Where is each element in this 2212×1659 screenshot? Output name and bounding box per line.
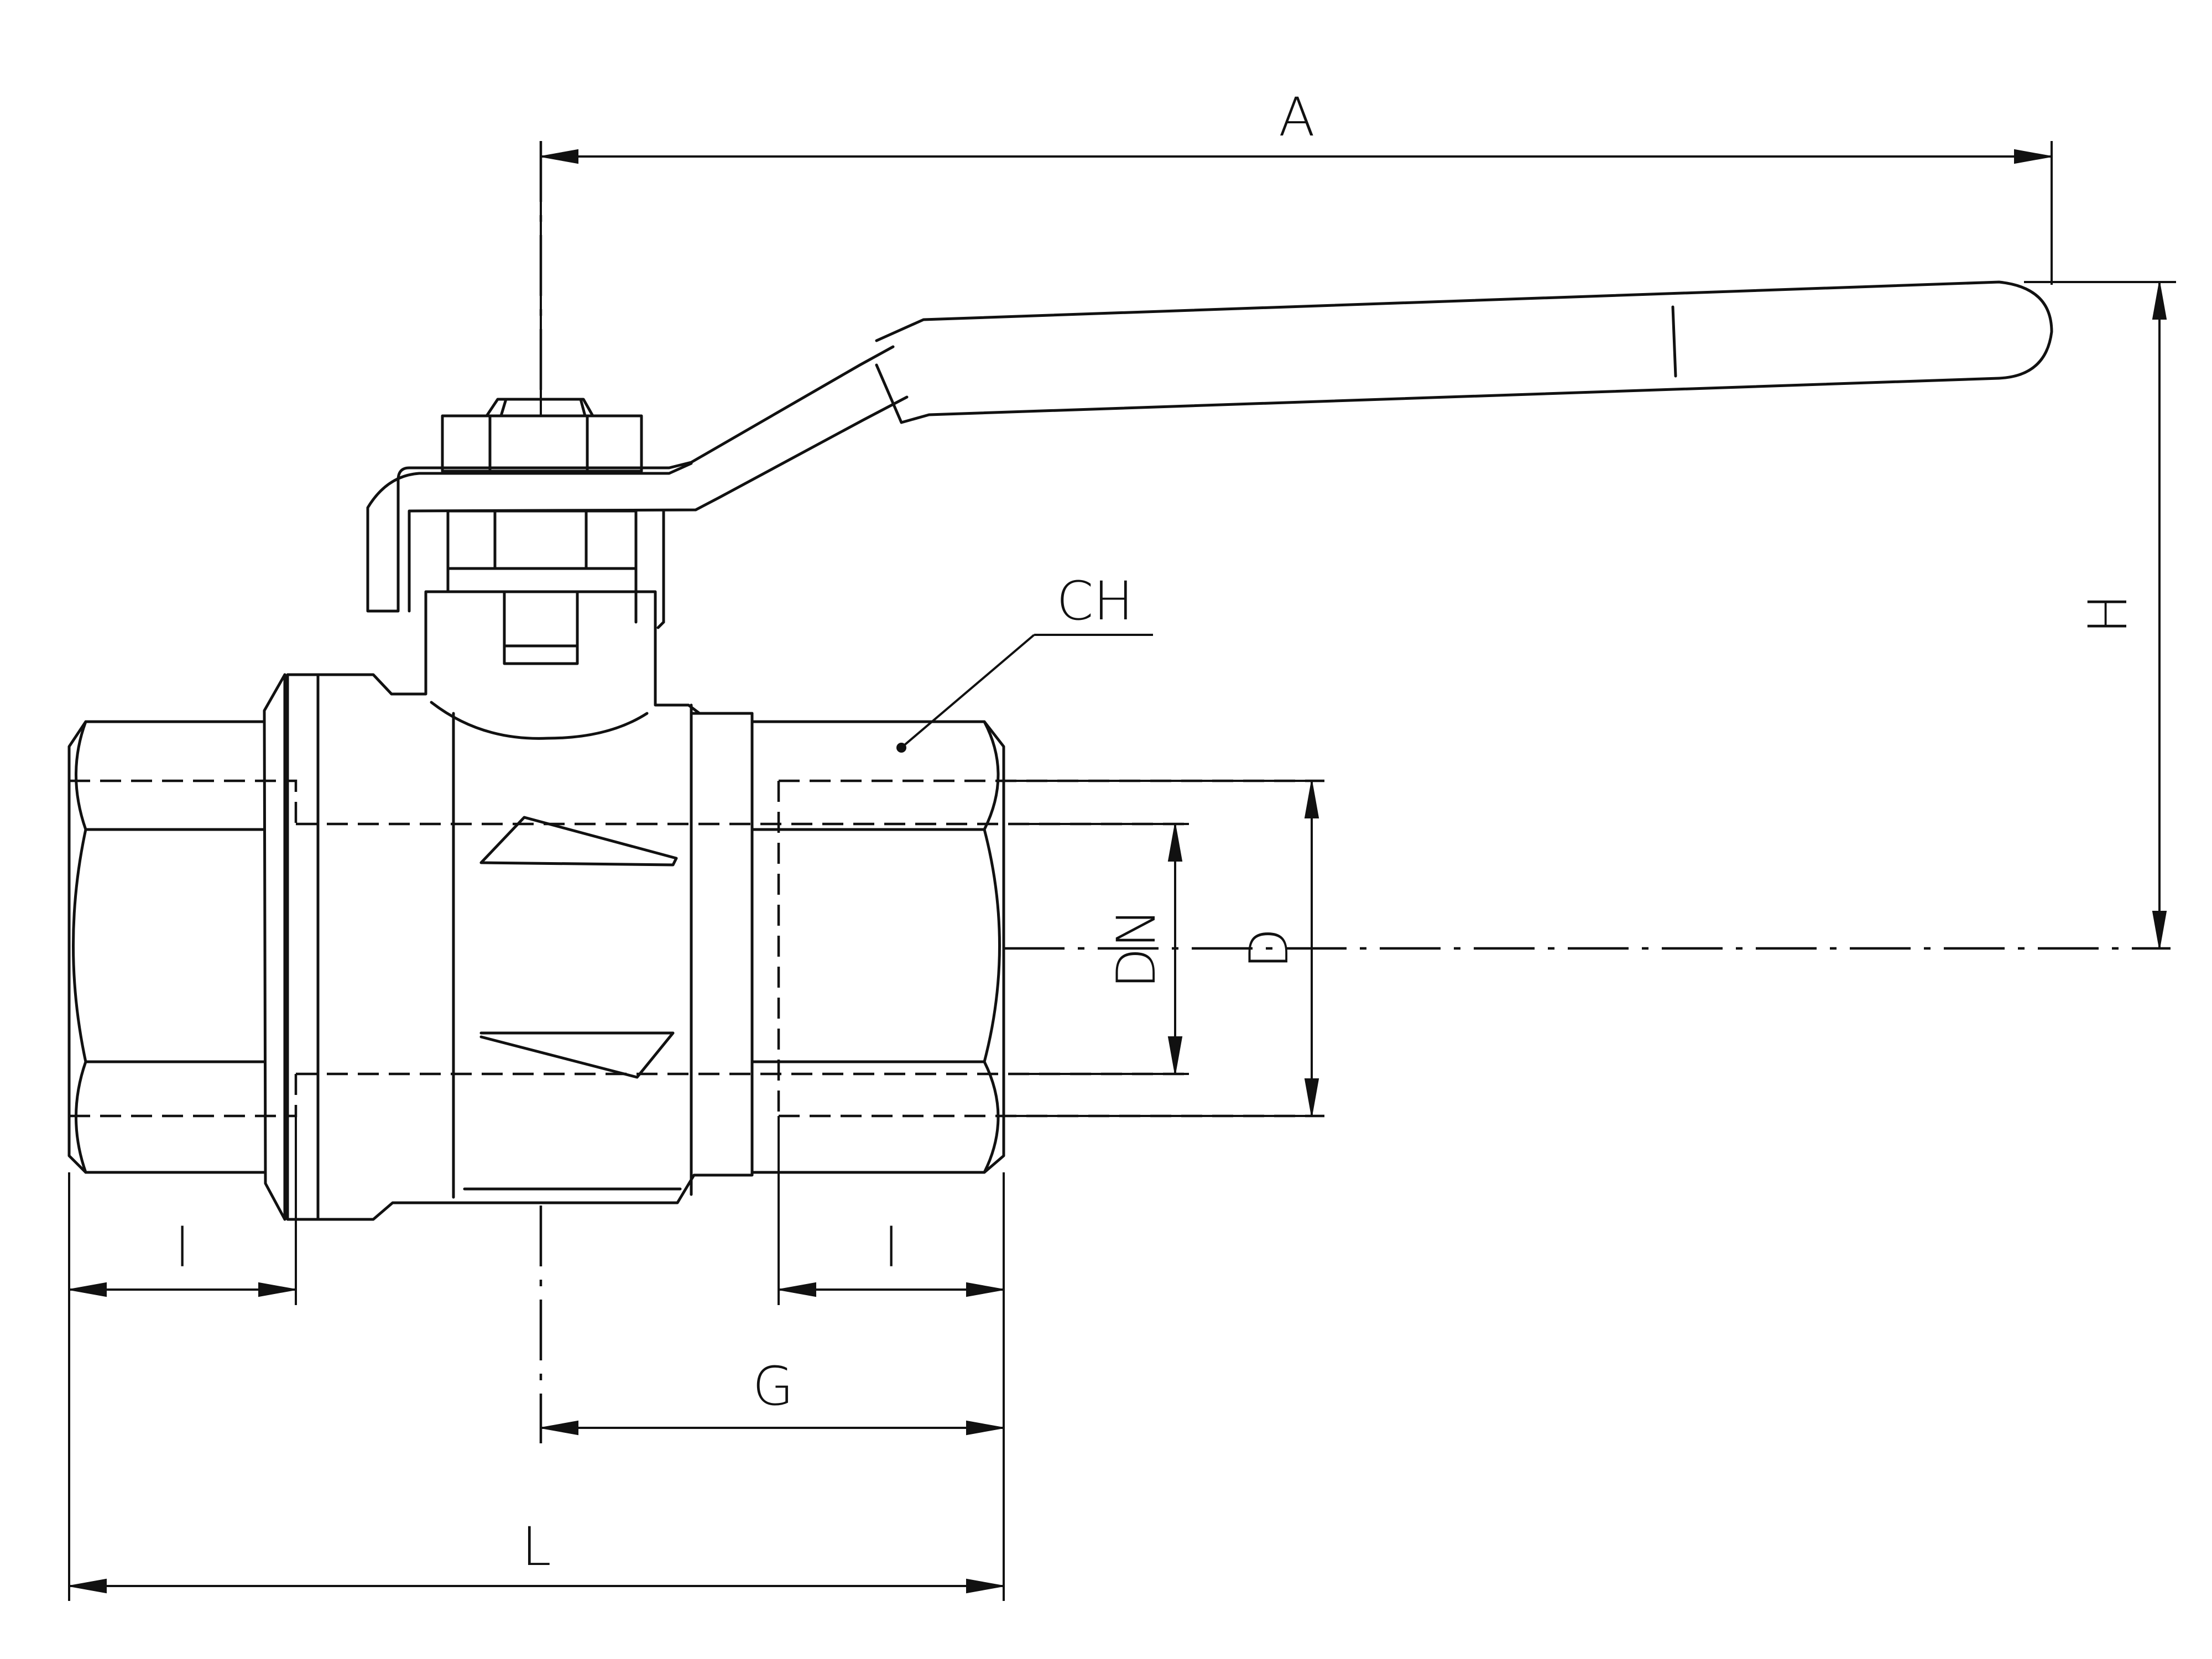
- centerlines: [539, 141, 2171, 1443]
- lever-handle: [366, 280, 2053, 613]
- valve-body: [286, 590, 754, 1221]
- dimension-l-right: l: [778, 1116, 1005, 1601]
- dimension-label-G: G: [753, 1355, 794, 1417]
- dimension-label-D: D: [1238, 928, 1300, 969]
- left-end-connection: [67, 673, 320, 1221]
- dimension-label-l-left: l: [175, 1217, 190, 1279]
- dimension-D: D: [1009, 780, 1324, 1117]
- dimension-label-H: H: [2077, 594, 2139, 634]
- right-end-connection: [690, 712, 1005, 1174]
- dimension-label-L: L: [521, 1516, 551, 1578]
- dimension-H: H: [2024, 281, 2176, 949]
- dimension-l-left: l: [68, 1116, 297, 1601]
- dimension-G: G: [540, 1355, 1004, 1436]
- leader-CH: CH: [896, 570, 1153, 753]
- dimension-label-DN: DN: [1105, 908, 1167, 989]
- dimension-A: A: [540, 86, 2053, 415]
- dimension-DN: DN: [1009, 823, 1189, 1075]
- stem-nut: [441, 398, 665, 665]
- dimension-label-A: A: [1279, 86, 1315, 148]
- dimension-label-l-right: l: [884, 1217, 899, 1279]
- dimension-label-CH: CH: [1056, 570, 1133, 632]
- dimension-L: L: [69, 1516, 1004, 1594]
